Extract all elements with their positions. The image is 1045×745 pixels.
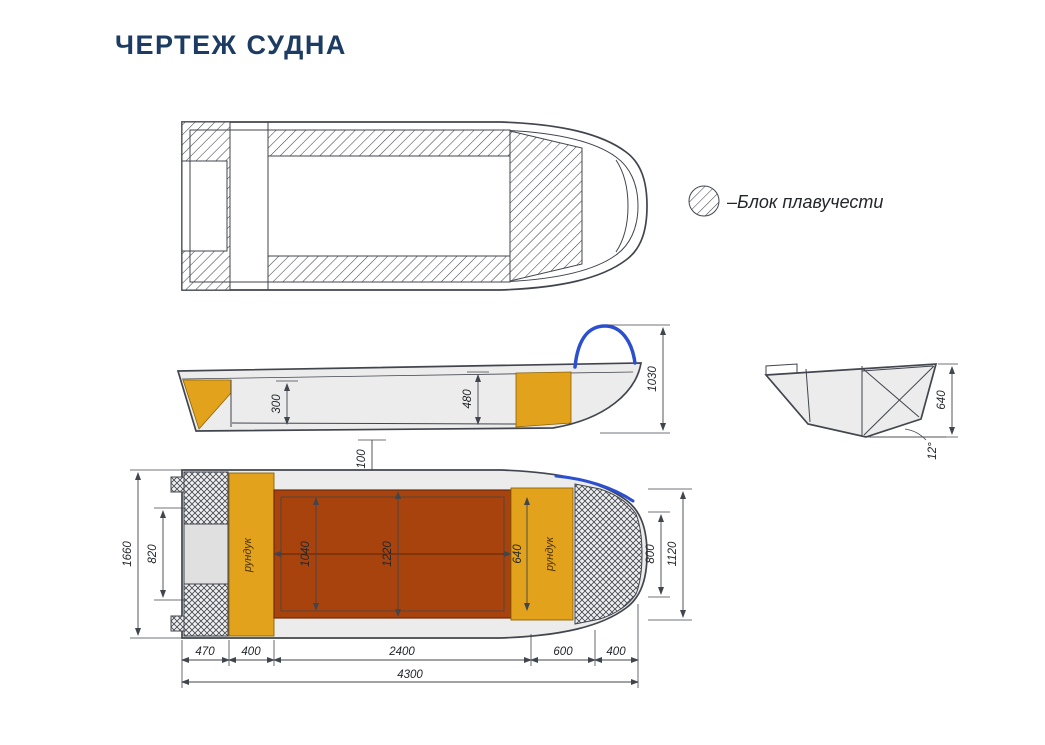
- dim-470-label: 470: [195, 646, 215, 658]
- cockpit-area: [267, 155, 511, 257]
- dim-300-label: 300: [271, 394, 283, 414]
- dim-1030-label: 1030: [647, 366, 659, 392]
- transom-view: 640 12°: [764, 363, 958, 460]
- locker-right-band: [510, 487, 574, 621]
- bow-inner-line: [615, 159, 629, 253]
- buoyancy-swatch-icon: [688, 185, 720, 217]
- side-view: 300 480 1030 100: [176, 324, 670, 488]
- dim-1660-label: 1660: [122, 541, 134, 567]
- stern-block-bottom: [183, 583, 229, 637]
- dim-600-label: 600: [553, 646, 573, 658]
- bow-rail-plan: [554, 474, 635, 503]
- bow-buoyancy-block-plan: [574, 483, 643, 625]
- dim-1220-label: 1220: [382, 541, 394, 567]
- transom-outline: [764, 363, 938, 438]
- stern-block-top: [183, 471, 229, 525]
- angle-12-label: 12°: [927, 442, 939, 460]
- locker-left-label: рундук: [242, 537, 254, 573]
- locker-right-label: рундук: [544, 536, 556, 572]
- bow-locker-side: [515, 371, 572, 428]
- bow-buoyancy-block: [509, 130, 583, 282]
- dim-400b-label: 400: [606, 646, 626, 658]
- top-hull-inner: [189, 129, 639, 283]
- dim-1040-label: 1040: [300, 541, 312, 567]
- dim-1120-label: 1120: [667, 541, 679, 566]
- plan-view: рундук 1040 1220 640 рундук 1660 820 800: [122, 469, 692, 688]
- legend: –Блок плавучести: [688, 185, 883, 217]
- dim-4300-label: 4300: [397, 669, 423, 681]
- legend-label: –Блок плавучести: [726, 192, 883, 212]
- dim-480-label: 480: [462, 389, 474, 409]
- transom-bracket-bottom: [170, 615, 185, 632]
- locker-left-band: [228, 472, 275, 637]
- dim-800-label: 800: [645, 544, 657, 564]
- gunwale-buoyancy-bottom: [267, 255, 511, 283]
- dim-640-transom-label: 640: [936, 390, 948, 410]
- top-view: [181, 121, 648, 291]
- dim-400a-label: 400: [241, 646, 261, 658]
- stern-well: [181, 160, 228, 252]
- transom-bracket-top: [170, 476, 185, 493]
- dim-2400-label: 2400: [388, 646, 415, 658]
- bow-rail: [573, 324, 637, 369]
- dim-640-plan-label: 640: [512, 544, 524, 564]
- dim-100-label: 100: [356, 449, 368, 469]
- page-title: ЧЕРТЕЖ СУДНА: [115, 30, 347, 60]
- gunwale-buoyancy-top: [267, 129, 511, 157]
- motor-well: [183, 523, 229, 585]
- dim-820-label: 820: [147, 544, 159, 564]
